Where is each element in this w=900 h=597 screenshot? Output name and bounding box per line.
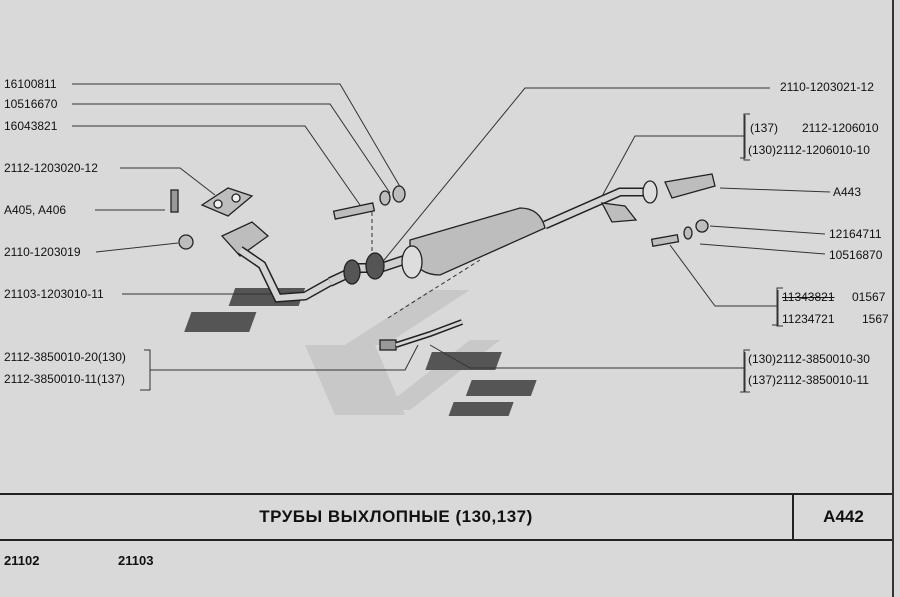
part-label-10516870: 10516870: [829, 248, 883, 262]
part-label-21103-1203010-11: 21103-1203010-11: [4, 287, 104, 301]
part-label-1567: 1567: [862, 312, 889, 326]
model-21102: 21102: [4, 553, 40, 568]
part-label-137-prefix: (137): [750, 121, 779, 135]
part-label-11343821-struck: 11343821: [782, 290, 835, 304]
part-label-2110-1203021-12: 2110-1203021-12: [780, 80, 874, 94]
part-label-2112-3850010-11: 2112-3850010-11(137): [4, 372, 125, 386]
part-label-10516670: 10516670: [4, 97, 58, 111]
exhaust-parts: [170, 173, 716, 351]
part-label-01567: 01567: [852, 290, 886, 304]
part-label-2112-1203020-12: 2112-1203020-12: [4, 161, 98, 175]
part-label-12164711: 12164711: [829, 227, 882, 241]
part-label-16100811: 16100811: [4, 77, 57, 91]
title-bar: ТРУБЫ ВЫХЛОПНЫЕ (130,137) A442: [0, 493, 893, 541]
part-label-130-2112-3850010-30: (130)2112-3850010-30: [748, 352, 870, 366]
title-divider: [792, 495, 794, 539]
part-label-a405-a406: A405, A406: [4, 203, 67, 217]
watermark-logo: [184, 288, 537, 416]
model-21103: 21103: [118, 553, 154, 568]
page-title: ТРУБЫ ВЫХЛОПНЫЕ (130,137): [259, 507, 533, 526]
part-label-16043821: 16043821: [4, 119, 58, 133]
part-label-130-2112-1206010-10: (130)2112-1206010-10: [748, 143, 870, 157]
part-label-2112-3850010-20: 2112-3850010-20(130): [4, 350, 126, 364]
part-label-2112-1206010: 2112-1206010: [802, 121, 879, 135]
leader-lines: [72, 83, 831, 393]
part-label-a443: A443: [833, 185, 862, 199]
part-label-11234721: 11234721: [782, 312, 835, 326]
part-label-137-2112-3850010-11: (137)2112-3850010-11: [748, 373, 869, 387]
page-code: A442: [823, 507, 864, 526]
right-border: [892, 0, 894, 597]
part-label-2110-1203019: 2110-1203019: [4, 245, 81, 259]
